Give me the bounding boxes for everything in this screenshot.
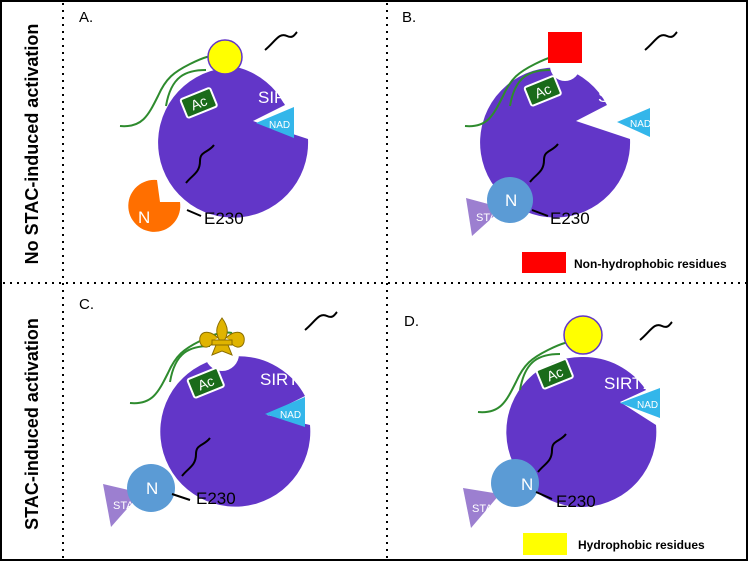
substrate-strand-branch bbox=[519, 353, 561, 391]
non-hydrophobic-residue bbox=[548, 32, 582, 63]
substrate-strand bbox=[477, 340, 581, 414]
acetyl-group: Ac bbox=[186, 367, 225, 399]
fleur-de-lis-residue bbox=[199, 317, 245, 356]
substrate-strand-branch bbox=[165, 69, 207, 107]
legend-swatch-non-hydrophobic bbox=[522, 252, 566, 273]
panel-c: C. SIRT1 NAD Ac STAC N E230 bbox=[79, 296, 338, 527]
linker bbox=[529, 143, 559, 183]
n-terminus-label: N bbox=[521, 475, 533, 494]
sirt1-label: SIRT1 bbox=[258, 88, 306, 107]
n-terminus-label: N bbox=[505, 191, 517, 210]
substrate-strand-branch bbox=[509, 69, 551, 107]
nad-label: NAD bbox=[637, 400, 658, 411]
e230-pointer bbox=[535, 491, 553, 500]
acetyl-group: Ac bbox=[179, 87, 218, 119]
row-label-bottom: STAC-induced activation bbox=[22, 318, 42, 530]
nad-label: NAD bbox=[630, 119, 651, 130]
nad-triangle bbox=[620, 388, 660, 418]
legend-hydrophobic: Hydrophobic residues bbox=[578, 538, 705, 552]
hydrophobic-residue bbox=[563, 315, 603, 355]
e230-label: E230 bbox=[550, 209, 590, 228]
panel-a: A. SIRT1 NAD Ac N E230 bbox=[79, 9, 309, 232]
n-terminus-label: N bbox=[146, 479, 158, 498]
row-label-top: No STAC-induced activation bbox=[22, 24, 42, 265]
c-terminus-tail bbox=[304, 311, 338, 331]
sirt1-label: SIRT1 bbox=[604, 374, 652, 393]
acetyl-label: Ac bbox=[544, 363, 565, 384]
e230-pointer bbox=[531, 209, 549, 217]
stac-label: STAC bbox=[472, 503, 501, 515]
e230-label: E230 bbox=[556, 492, 596, 511]
linker bbox=[181, 437, 211, 477]
acetyl-label: Ac bbox=[195, 372, 216, 393]
n-terminus-open bbox=[127, 464, 175, 512]
panel-letter: C. bbox=[79, 296, 94, 313]
sirt1-protein bbox=[506, 356, 657, 507]
e230-pointer bbox=[186, 209, 202, 217]
legend-non-hydrophobic: Non-hydrophobic residues bbox=[574, 257, 727, 271]
n-terminus-open bbox=[487, 177, 533, 223]
acetyl-group: Ac bbox=[535, 358, 574, 390]
acetyl-group: Ac bbox=[523, 75, 562, 107]
sirt1-label: SIRT1 bbox=[260, 370, 308, 389]
n-terminus-closed bbox=[128, 179, 181, 232]
legend-swatch-hydrophobic bbox=[523, 533, 567, 555]
nad-triangle bbox=[265, 397, 305, 427]
substrate-strand bbox=[119, 54, 223, 128]
sirt1-label: SIRT1 bbox=[598, 87, 646, 106]
e230-label: E230 bbox=[196, 489, 236, 508]
n-terminus-open bbox=[491, 459, 539, 507]
panel-d: D. SIRT1 NAD Ac STAC N E230 Hydrophobic … bbox=[404, 313, 705, 555]
panel-b: B. SIRT1 NAD Ac STAC N E230 Non-hydropho… bbox=[402, 9, 727, 273]
hydrophobic-residue bbox=[207, 39, 243, 75]
nad-label: NAD bbox=[280, 410, 301, 421]
nad-triangle bbox=[256, 107, 294, 138]
linker bbox=[185, 144, 215, 184]
c-terminus-tail bbox=[644, 31, 678, 51]
e230-label: E230 bbox=[204, 209, 244, 228]
panel-letter: D. bbox=[404, 313, 419, 330]
acetyl-label: Ac bbox=[532, 80, 553, 101]
panel-letter: B. bbox=[402, 9, 416, 26]
acetyl-label: Ac bbox=[188, 92, 209, 113]
panel-letter: A. bbox=[79, 9, 93, 26]
n-terminus-label: N bbox=[138, 208, 150, 227]
c-terminus-tail bbox=[264, 31, 298, 51]
nad-triangle bbox=[617, 108, 650, 137]
linker bbox=[537, 433, 567, 473]
c-terminus-tail bbox=[639, 321, 673, 341]
e230-pointer bbox=[171, 493, 191, 501]
nad-label: NAD bbox=[269, 120, 290, 131]
stac-triangle bbox=[463, 488, 500, 528]
